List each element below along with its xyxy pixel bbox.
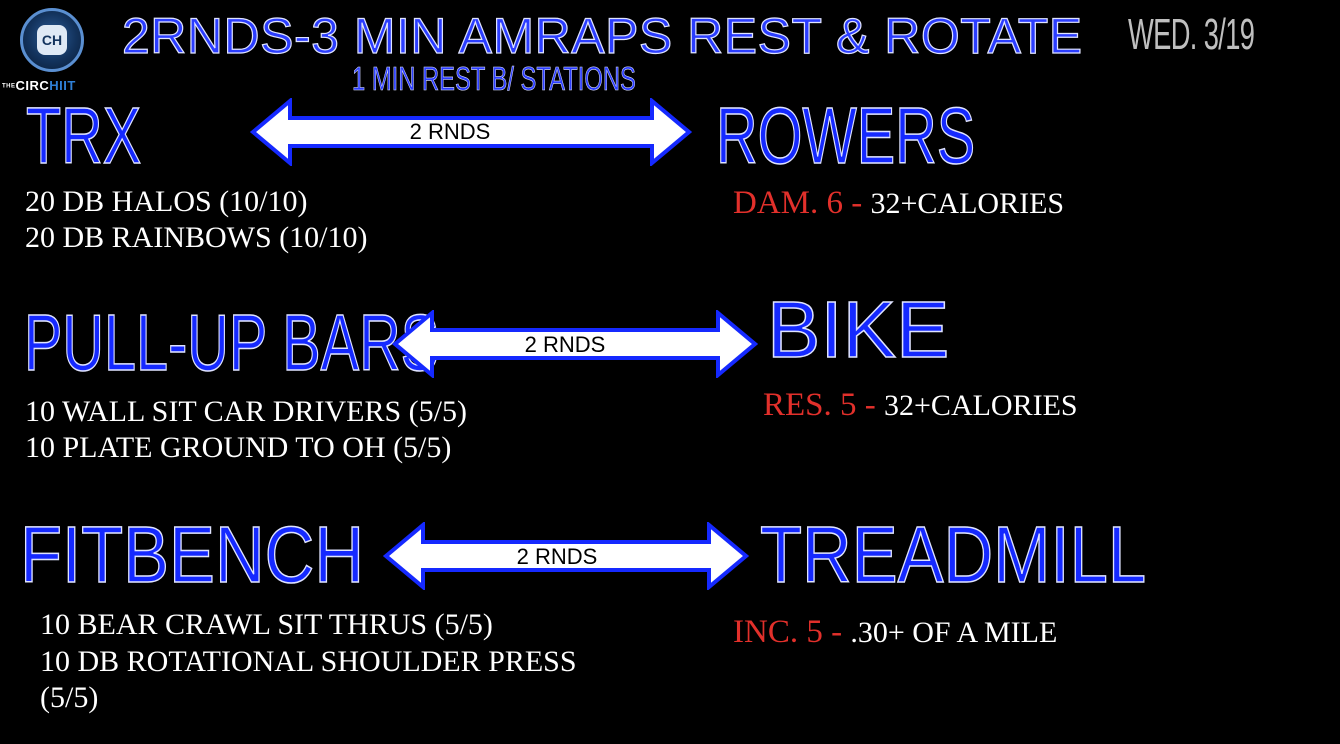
rounds-label: 2 RNDS (409, 119, 491, 144)
station-trx: TRX (25, 91, 142, 180)
workout-title: 2RNDS-3 MIN AMRAPS REST & ROTATE (121, 7, 1083, 64)
station-treadmill-text: TREADMILL (759, 510, 1147, 599)
exercise-item: 10 DB ROTATIONAL SHOULDER PRESS (40, 645, 577, 678)
rest-note: 1 MIN REST B/ STATIONS (352, 60, 636, 98)
logo-circ: CIRC (15, 78, 50, 93)
exercise-item: 10 WALL SIT CAR DRIVERS (5/5) (25, 395, 467, 428)
calorie-target: 32+CALORIES (870, 187, 1065, 220)
station-treadmill: TREADMILL (759, 510, 1209, 599)
damper-level: DAM. 6 - (733, 185, 871, 221)
station-pull-up-bars: PULL-UP BARS (23, 298, 440, 387)
station-rowers-text: ROWERS (715, 91, 976, 180)
station-fitbench-text: FITBENCH (19, 510, 364, 599)
exercise-item: (5/5) (40, 681, 99, 714)
workout-date: WED. 3/19 (1128, 10, 1255, 59)
rounds-label: 2 RNDS (524, 332, 606, 357)
exercise-item: 20 DB RAINBOWS (10/10) (25, 221, 368, 254)
logo-the: THE (2, 83, 16, 90)
treadmill-setting: INC. 5 - .30+ OF A MILE (733, 612, 1057, 653)
station-fitbench: FITBENCH (19, 510, 420, 599)
logo-hiit: HIIT (49, 78, 76, 93)
station-rowers: ROWERS (715, 91, 1076, 180)
logo-badge: CH (37, 25, 67, 55)
bike-setting: RES. 5 - 32+CALORIES (763, 385, 1078, 426)
logo-wordmark: THECIRCHIIT (2, 78, 76, 93)
circhiit-logo: CH (20, 8, 84, 72)
calorie-target: 32+CALORIES (884, 389, 1078, 422)
rounds-label: 2 RNDS (516, 544, 598, 569)
station-bike: BIKE (766, 285, 950, 374)
distance-target: .30+ OF A MILE (850, 616, 1058, 649)
double-arrow-icon (250, 98, 692, 166)
resistance-level: RES. 5 - (763, 387, 885, 423)
double-arrow-icon (392, 310, 758, 378)
rower-setting: DAM. 6 - 32+CALORIES (733, 183, 1064, 224)
double-arrow-icon (383, 522, 749, 590)
exercise-item: 10 PLATE GROUND TO OH (5/5) (25, 431, 452, 464)
exercise-item: 20 DB HALOS (10/10) (25, 185, 308, 218)
exercise-item: 10 BEAR CRAWL SIT THRUS (5/5) (40, 608, 493, 641)
incline-level: INC. 5 - (733, 614, 851, 650)
